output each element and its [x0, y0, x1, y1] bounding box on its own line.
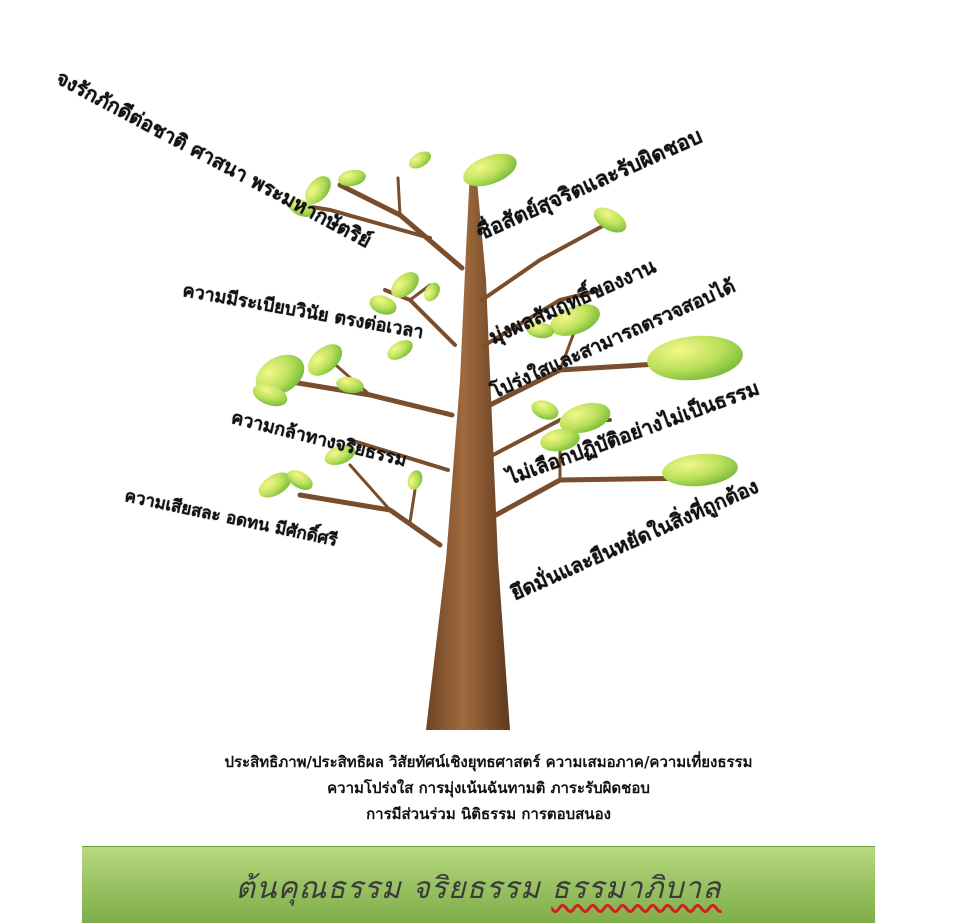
- banner-title: ต้นคุณธรรม จริยธรรม ธรรมาภิบาล: [82, 865, 875, 912]
- roots-line-2: ความโปร่งใส การมุ่งเน้นฉันทามติ ภาระรับผ…: [327, 779, 650, 797]
- tree-branches: [277, 176, 703, 548]
- tree-leaves: [252, 151, 743, 498]
- banner-title-main: ต้นคุณธรรม จริยธรรม: [235, 871, 552, 906]
- title-banner: ต้นคุณธรรม จริยธรรม ธรรมาภิบาล: [82, 846, 875, 923]
- banner-title-underlined: ธรรมาภิบาล: [551, 871, 722, 906]
- tree-trunk: [426, 170, 510, 730]
- roots-line-1: ประสิทธิภาพ/ประสิทธิผล วิสัยทัศน์เชิงยุท…: [224, 753, 753, 771]
- roots-line-3: การมีส่วนร่วม นิติธรรม การตอบสนอง: [366, 805, 611, 823]
